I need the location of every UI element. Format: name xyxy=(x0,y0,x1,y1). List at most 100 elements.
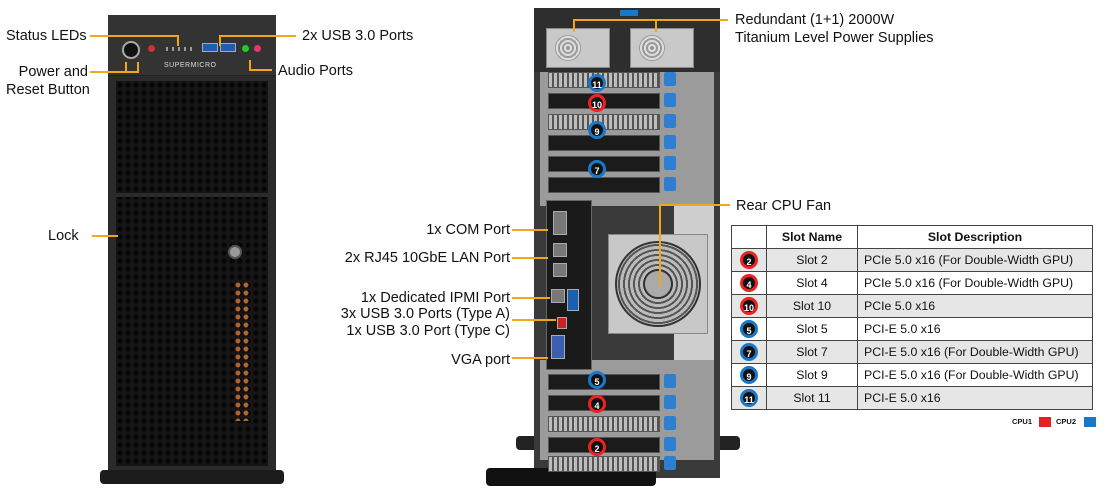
slot-description-cell: PCI-E 5.0 x16 xyxy=(857,317,1093,341)
slot-clip xyxy=(664,156,676,170)
legend-cpu1-swatch xyxy=(1039,417,1051,427)
vga-port xyxy=(551,335,565,359)
slot-name-cell: Slot 4 xyxy=(766,271,858,295)
slot-clip xyxy=(664,374,676,388)
rear-fan-label: Rear CPU Fan xyxy=(736,198,832,214)
psu-label-line1: Redundant (1+1) 2000W xyxy=(735,12,895,28)
rear-foot xyxy=(486,468,656,486)
slot-description-cell: PCI-E 5.0 x16 (For Double-Width GPU) xyxy=(857,363,1093,387)
slot-number-icon: 10 xyxy=(731,294,767,318)
usb-port-2 xyxy=(220,43,236,52)
usb-port-1 xyxy=(202,43,218,52)
slot-number-badge: 7 xyxy=(740,343,758,361)
front-grille xyxy=(116,81,268,466)
slot-name-cell: Slot 2 xyxy=(766,248,858,272)
ipmi-port-label: 1x Dedicated IPMI Port xyxy=(360,290,510,306)
power-button xyxy=(122,41,140,59)
usb-c-port xyxy=(557,317,567,329)
usb-a-label: 3x USB 3.0 Ports (Type A) xyxy=(340,306,510,322)
legend-cpu2-swatch xyxy=(1084,417,1096,427)
usb-c-label: 1x USB 3.0 Port (Type C) xyxy=(346,323,510,339)
slot-clip xyxy=(664,114,676,128)
slot-description-cell: PCIe 5.0 x16 xyxy=(857,294,1093,318)
slot-marker-2: 2 xyxy=(588,438,606,456)
power-supply-1 xyxy=(546,28,610,68)
pcie-slot xyxy=(548,177,660,193)
slot-name-cell: Slot 9 xyxy=(766,363,858,387)
table-header-row: Slot Name Slot Description xyxy=(731,225,1093,249)
lock-label: Lock xyxy=(48,228,79,244)
rear-io-panel xyxy=(546,200,592,370)
slot-name-cell: Slot 10 xyxy=(766,294,858,318)
slot-number-icon: 4 xyxy=(731,271,767,295)
audio-port-pink xyxy=(254,45,261,52)
slot-description-cell: PCI-E 5.0 x16 xyxy=(857,386,1093,410)
vga-port-label: VGA port xyxy=(451,352,510,368)
front-chassis: SUPERMICRO xyxy=(108,15,276,477)
slot-description-cell: PCIe 5.0 x16 (For Double-Width GPU) xyxy=(857,248,1093,272)
slot-marker-11: 11 xyxy=(588,74,606,92)
legend-cpu2-label: CPU2 xyxy=(1056,417,1077,426)
rear-cpu-fan xyxy=(608,234,708,334)
slot-clip xyxy=(664,456,676,470)
lan-port-label: 2x RJ45 10GbE LAN Port xyxy=(344,250,510,266)
reset-button xyxy=(148,45,155,52)
audio-ports-label: Audio Ports xyxy=(278,63,353,79)
front-foot xyxy=(100,470,284,484)
slot-clip xyxy=(664,93,676,107)
front-control-panel: SUPERMICRO xyxy=(108,15,276,76)
lan-port-1 xyxy=(553,243,567,257)
slot-clip xyxy=(664,72,676,86)
slot-clip xyxy=(664,437,676,451)
lock-icon xyxy=(228,245,242,259)
slot-marker-9: 9 xyxy=(588,121,606,139)
slot-number-badge: 4 xyxy=(740,274,758,292)
slot-name-cell: Slot 5 xyxy=(766,317,858,341)
power-supply-2 xyxy=(630,28,694,68)
power-reset-label-line2: Reset Button xyxy=(6,82,90,98)
slot-number-badge: 2 xyxy=(740,251,758,269)
slot-number-icon: 7 xyxy=(731,340,767,364)
slot-clip xyxy=(664,135,676,149)
slot-clip xyxy=(664,177,676,191)
slot-number-icon: 2 xyxy=(731,248,767,272)
slot-marker-10: 10 xyxy=(588,94,606,112)
com-port-label: 1x COM Port xyxy=(426,222,510,238)
lan-port-2 xyxy=(553,263,567,277)
slot-number-badge: 9 xyxy=(740,366,758,384)
slot-name-cell: Slot 7 xyxy=(766,340,858,364)
fan-icon xyxy=(615,241,701,327)
table-header-icon xyxy=(731,225,767,249)
slot-marker-7: 7 xyxy=(588,160,606,178)
pcie-slot xyxy=(548,416,660,432)
slot-number-badge: 10 xyxy=(740,297,758,315)
psu-fan-icon xyxy=(639,35,665,61)
table-header-slot-name: Slot Name xyxy=(766,225,858,249)
legend-cpu1-label: CPU1 xyxy=(1012,417,1033,426)
slot-clip xyxy=(664,416,676,430)
com-port xyxy=(553,211,567,235)
slot-number-icon: 11 xyxy=(731,386,767,410)
usb-ports-label: 2x USB 3.0 Ports xyxy=(302,28,414,44)
slot-description-cell: PCIe 5.0 x16 (For Double-Width GPU) xyxy=(857,271,1093,295)
pcie-slot xyxy=(548,456,660,472)
usb-a-ports xyxy=(567,289,579,311)
slot-number-icon: 5 xyxy=(731,317,767,341)
slot-number-icon: 9 xyxy=(731,363,767,387)
slot-number-badge: 11 xyxy=(740,389,758,407)
slot-number-badge: 5 xyxy=(740,320,758,338)
psu-label-line2: Titanium Level Power Supplies xyxy=(735,30,934,46)
drive-bay-indicators xyxy=(234,281,250,421)
brand-logo: SUPERMICRO xyxy=(164,62,217,69)
slot-marker-5: 5 xyxy=(588,371,606,389)
psu-fan-icon xyxy=(555,35,581,61)
slot-description-cell: PCI-E 5.0 x16 (For Double-Width GPU) xyxy=(857,340,1093,364)
